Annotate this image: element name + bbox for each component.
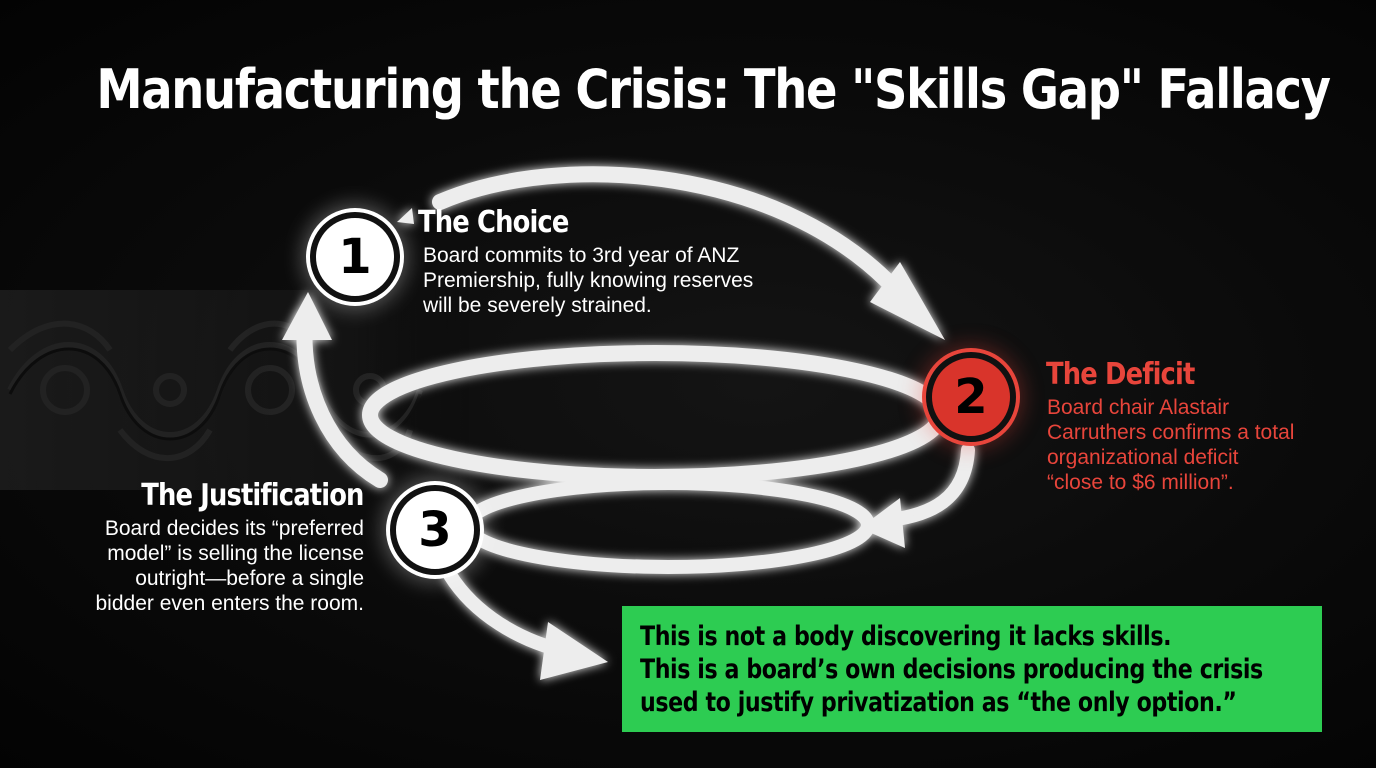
step-1-description-line: will be severely strained.: [423, 294, 652, 317]
step-1-description-line: Premiership, fully knowing reserves: [423, 269, 754, 292]
callout-line: This is not a body discovering it lacks …: [640, 621, 1172, 652]
inner-ring: [461, 476, 875, 574]
step-1-description: Board commits to 3rd year of ANZ Premier…: [423, 243, 753, 318]
outer-ring: [362, 345, 948, 485]
arrow-choice-to-deficit: [432, 166, 913, 308]
step-2-badge: 2: [926, 352, 1016, 442]
step-2-title: The Deficit: [1046, 357, 1195, 392]
step-2-description-line: Board chair Alastair: [1047, 396, 1230, 419]
callout-line: used to justify privatization as “the on…: [640, 687, 1237, 718]
step-3-title: The Justification: [141, 478, 365, 513]
arrow-justification-to-callout: [443, 568, 567, 657]
arrowhead-to-choice: [282, 292, 332, 340]
conclusion-callout: This is not a body discovering it lacks …: [622, 606, 1322, 732]
step-3-description-line: model” is selling the license: [107, 542, 364, 565]
arrowhead-to-deficit: [870, 262, 945, 340]
step-3-description-line: bidder even enters the room.: [95, 592, 365, 615]
step-3-description-line: Board decides its “preferred: [104, 517, 364, 540]
step-2-description-line: organizational deficit: [1047, 446, 1239, 469]
arrowhead-to-ring: [860, 498, 905, 548]
step-3-description-line: outright—before a single: [135, 567, 364, 590]
step-2-description-line: Carruthers confirms a total: [1047, 421, 1295, 444]
step-2-description-line: “close to $6 million”.: [1047, 471, 1234, 494]
step-2-description: Board chair Alastair Carruthers confirms…: [1047, 395, 1294, 495]
arrow-deficit-to-justification: [883, 443, 975, 527]
step-3-badge: 3: [390, 485, 480, 575]
step-1-badge: 1: [310, 212, 400, 302]
arrowhead-small-top: [397, 208, 414, 224]
step-3-description: Board decides its “preferred model” is s…: [96, 516, 365, 616]
step-1-description-line: Board commits to 3rd year of ANZ: [423, 244, 740, 267]
step-1-title: The Choice: [418, 205, 569, 240]
arrow-justification-to-choice: [296, 312, 388, 488]
callout-line: This is a board’s own decisions producin…: [640, 654, 1263, 685]
page-title: Manufacturing the Crisis: The "Skills Ga…: [96, 58, 1331, 121]
arrowhead-to-callout: [540, 622, 608, 680]
